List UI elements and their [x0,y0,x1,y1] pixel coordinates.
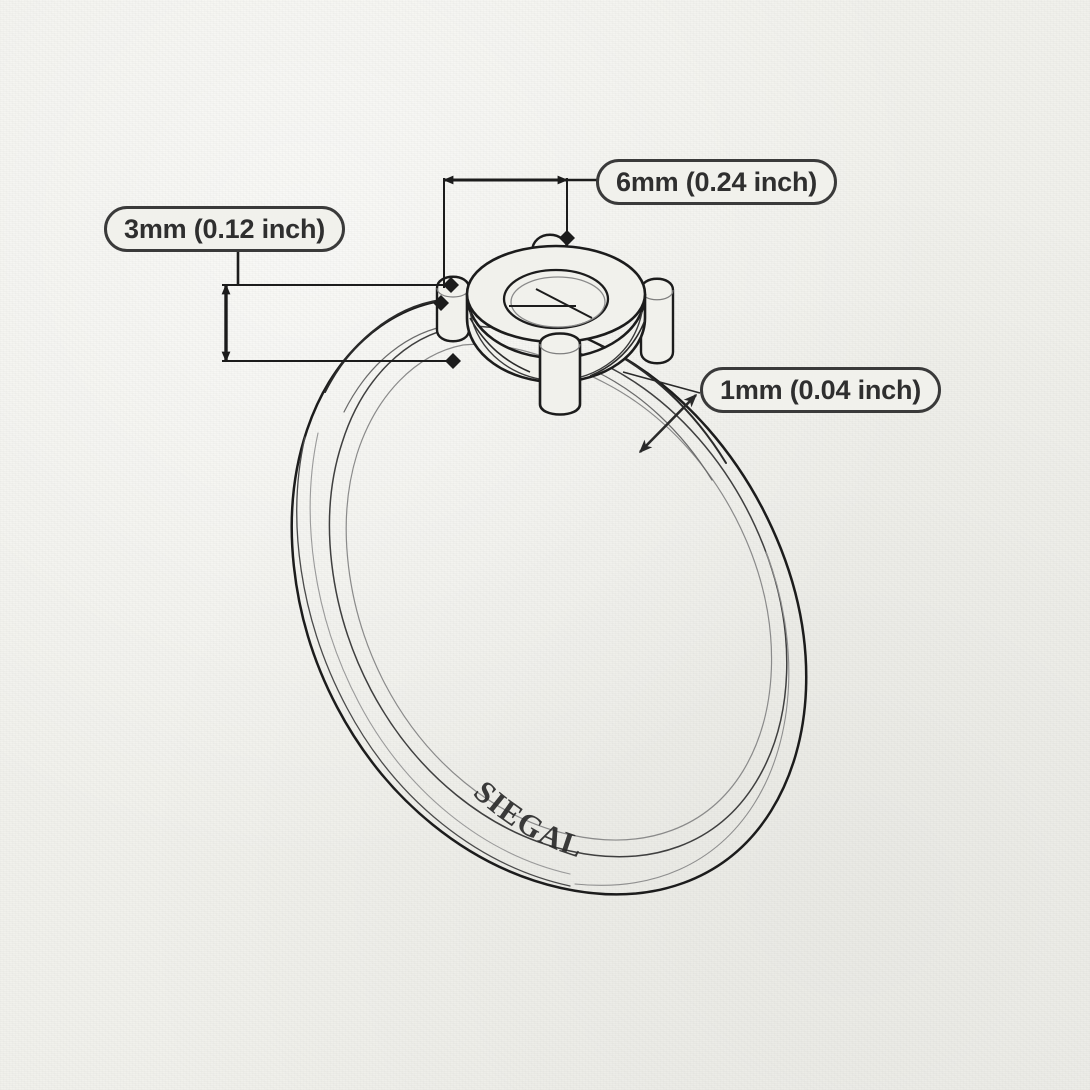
snap-marker-head-left-upper [443,277,459,293]
ring-band [290,298,808,896]
dimension-band-thickness [622,371,701,454]
band-left-shoulder [324,298,450,393]
dimension-label-band-thickness: 1mm (0.04 inch) [700,367,942,413]
head-to-shank-left [469,317,531,373]
dimension-head-width [442,175,600,288]
engraving-text: SIEGAL [467,774,588,865]
dimension-label-head-width: 6mm (0.24 inch) [596,159,838,205]
snap-marker-head-left-lower [445,353,461,369]
aperture-facet-line [535,288,593,319]
prong-right [639,277,675,365]
head-to-shank-right [589,319,646,377]
leader-line-1mm [622,371,701,394]
band-outer-edge [290,298,808,896]
snap-marker-head-left-mid [433,295,449,311]
snap-marker-head-top [559,230,575,246]
band-engraving: SIEGAL [467,774,588,865]
band-back-rim [296,436,571,887]
bezel-aperture-inner [510,276,606,328]
dimension-label-head-height: 3mm (0.12 inch) [104,206,346,252]
band-inner-wall-right [574,551,790,886]
band-thickness-contour [345,343,773,841]
dimension-arrow-1mm [638,393,698,454]
band-left-shoulder-inner [343,324,453,413]
band-back-rim-secondary [309,432,571,875]
bezel-side-wall [465,293,647,384]
prong-bottom-front [538,332,582,416]
setting-head [435,233,675,416]
dimension-head-height [221,252,461,369]
